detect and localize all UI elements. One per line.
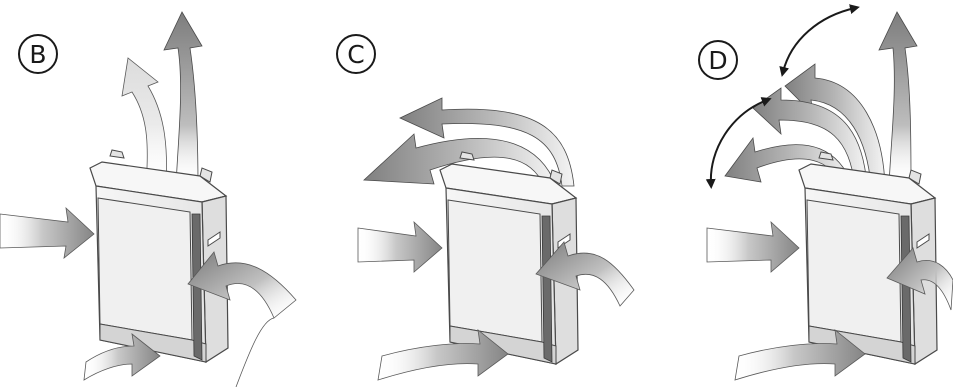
airflow-up-dark-arrow — [164, 12, 202, 186]
panel-b: B — [0, 0, 318, 387]
panel-b-illustration — [0, 0, 318, 387]
intake-arrow-tail — [236, 318, 274, 387]
panel-d-illustration — [635, 0, 953, 387]
panel-c-illustration — [318, 0, 636, 387]
intake-arrow-left — [707, 222, 799, 272]
panel-d: D — [635, 0, 953, 387]
intake-arrow-left — [358, 222, 442, 272]
air-purifier-device — [90, 150, 228, 362]
swing-arrow-upper-icon — [783, 8, 855, 72]
panel-c: C — [318, 0, 636, 387]
intake-arrow-left — [0, 208, 94, 258]
airflow-up-dark-arrow — [879, 12, 917, 186]
air-purifier-device — [799, 152, 937, 364]
